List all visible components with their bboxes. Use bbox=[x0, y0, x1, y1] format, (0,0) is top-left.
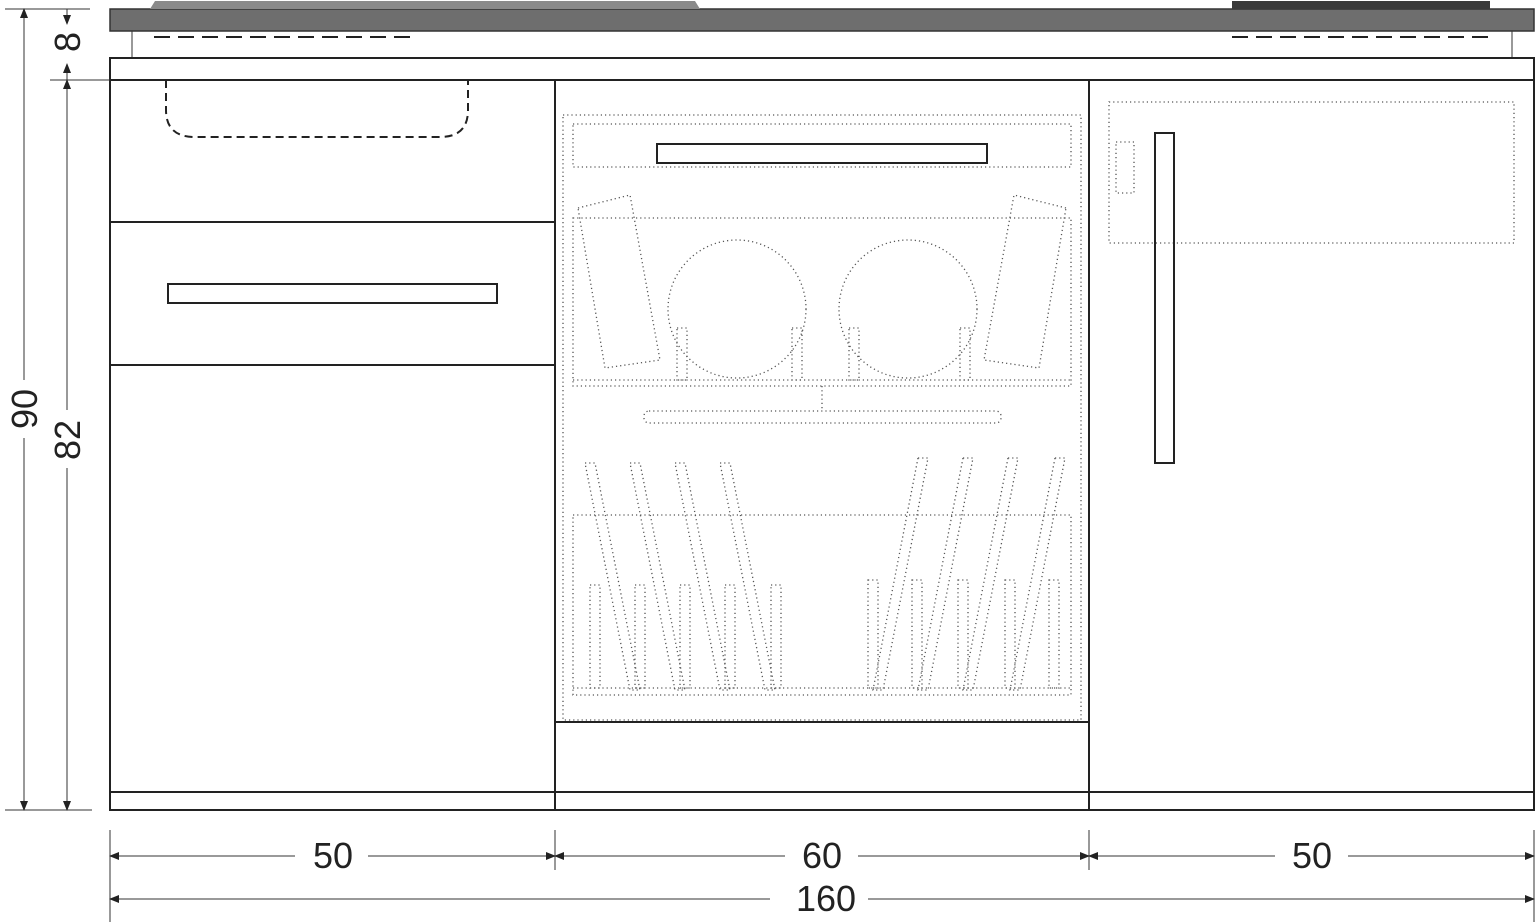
upper-rack bbox=[572, 217, 1072, 387]
lower-rack bbox=[572, 514, 1072, 696]
countertop bbox=[109, 1, 1535, 32]
hob-left bbox=[150, 1, 700, 9]
vertical-dimensions: 90 8 82 bbox=[4, 7, 110, 811]
fridge-handle bbox=[1154, 132, 1175, 464]
dim-total-height: 90 bbox=[4, 389, 45, 429]
dishwasher-handle bbox=[656, 143, 988, 164]
left-cabinet bbox=[110, 80, 555, 366]
dishwasher-interior bbox=[562, 114, 1082, 721]
dim-total-width: 160 bbox=[796, 878, 856, 919]
fridge bbox=[1108, 101, 1515, 464]
dim-left-width: 50 bbox=[313, 835, 353, 876]
dim-right-width: 50 bbox=[1292, 835, 1332, 876]
sink-outline bbox=[165, 80, 469, 138]
hob-right bbox=[1232, 1, 1490, 9]
control-panel bbox=[1115, 141, 1135, 194]
plate-slot bbox=[584, 462, 641, 691]
dim-cabinet-height: 82 bbox=[47, 420, 88, 460]
cup-left bbox=[577, 194, 661, 369]
plate-left bbox=[667, 239, 807, 379]
dim-middle-width: 60 bbox=[802, 835, 842, 876]
dim-top-height: 8 bbox=[47, 32, 88, 52]
cup-right bbox=[983, 194, 1067, 369]
drawer-handle bbox=[167, 283, 498, 304]
horizontal-dimensions: 50 60 50 160 bbox=[109, 830, 1535, 922]
front-trim bbox=[109, 30, 1535, 81]
dishwasher bbox=[555, 114, 1089, 723]
spray-arm bbox=[643, 410, 1002, 424]
cabinet-body bbox=[109, 79, 1535, 811]
freezer-compartment bbox=[1108, 101, 1515, 244]
plate-right bbox=[838, 239, 978, 379]
